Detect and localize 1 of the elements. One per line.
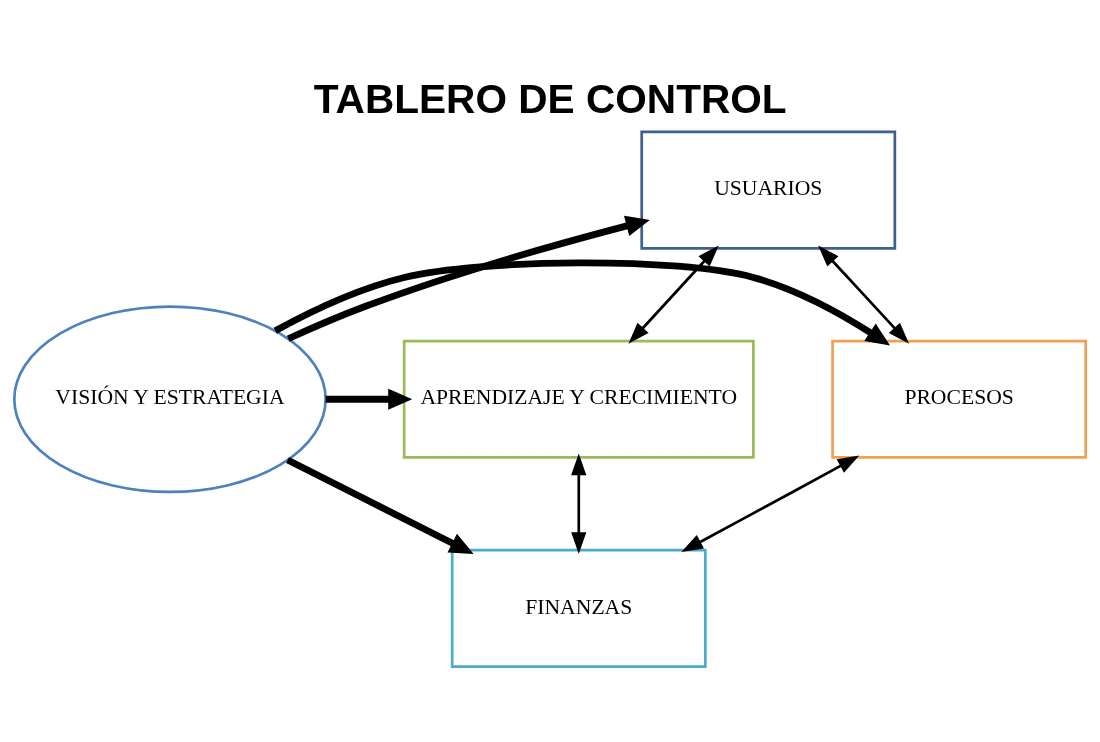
diagram-title: TABLERO DE CONTROL [313,75,787,122]
